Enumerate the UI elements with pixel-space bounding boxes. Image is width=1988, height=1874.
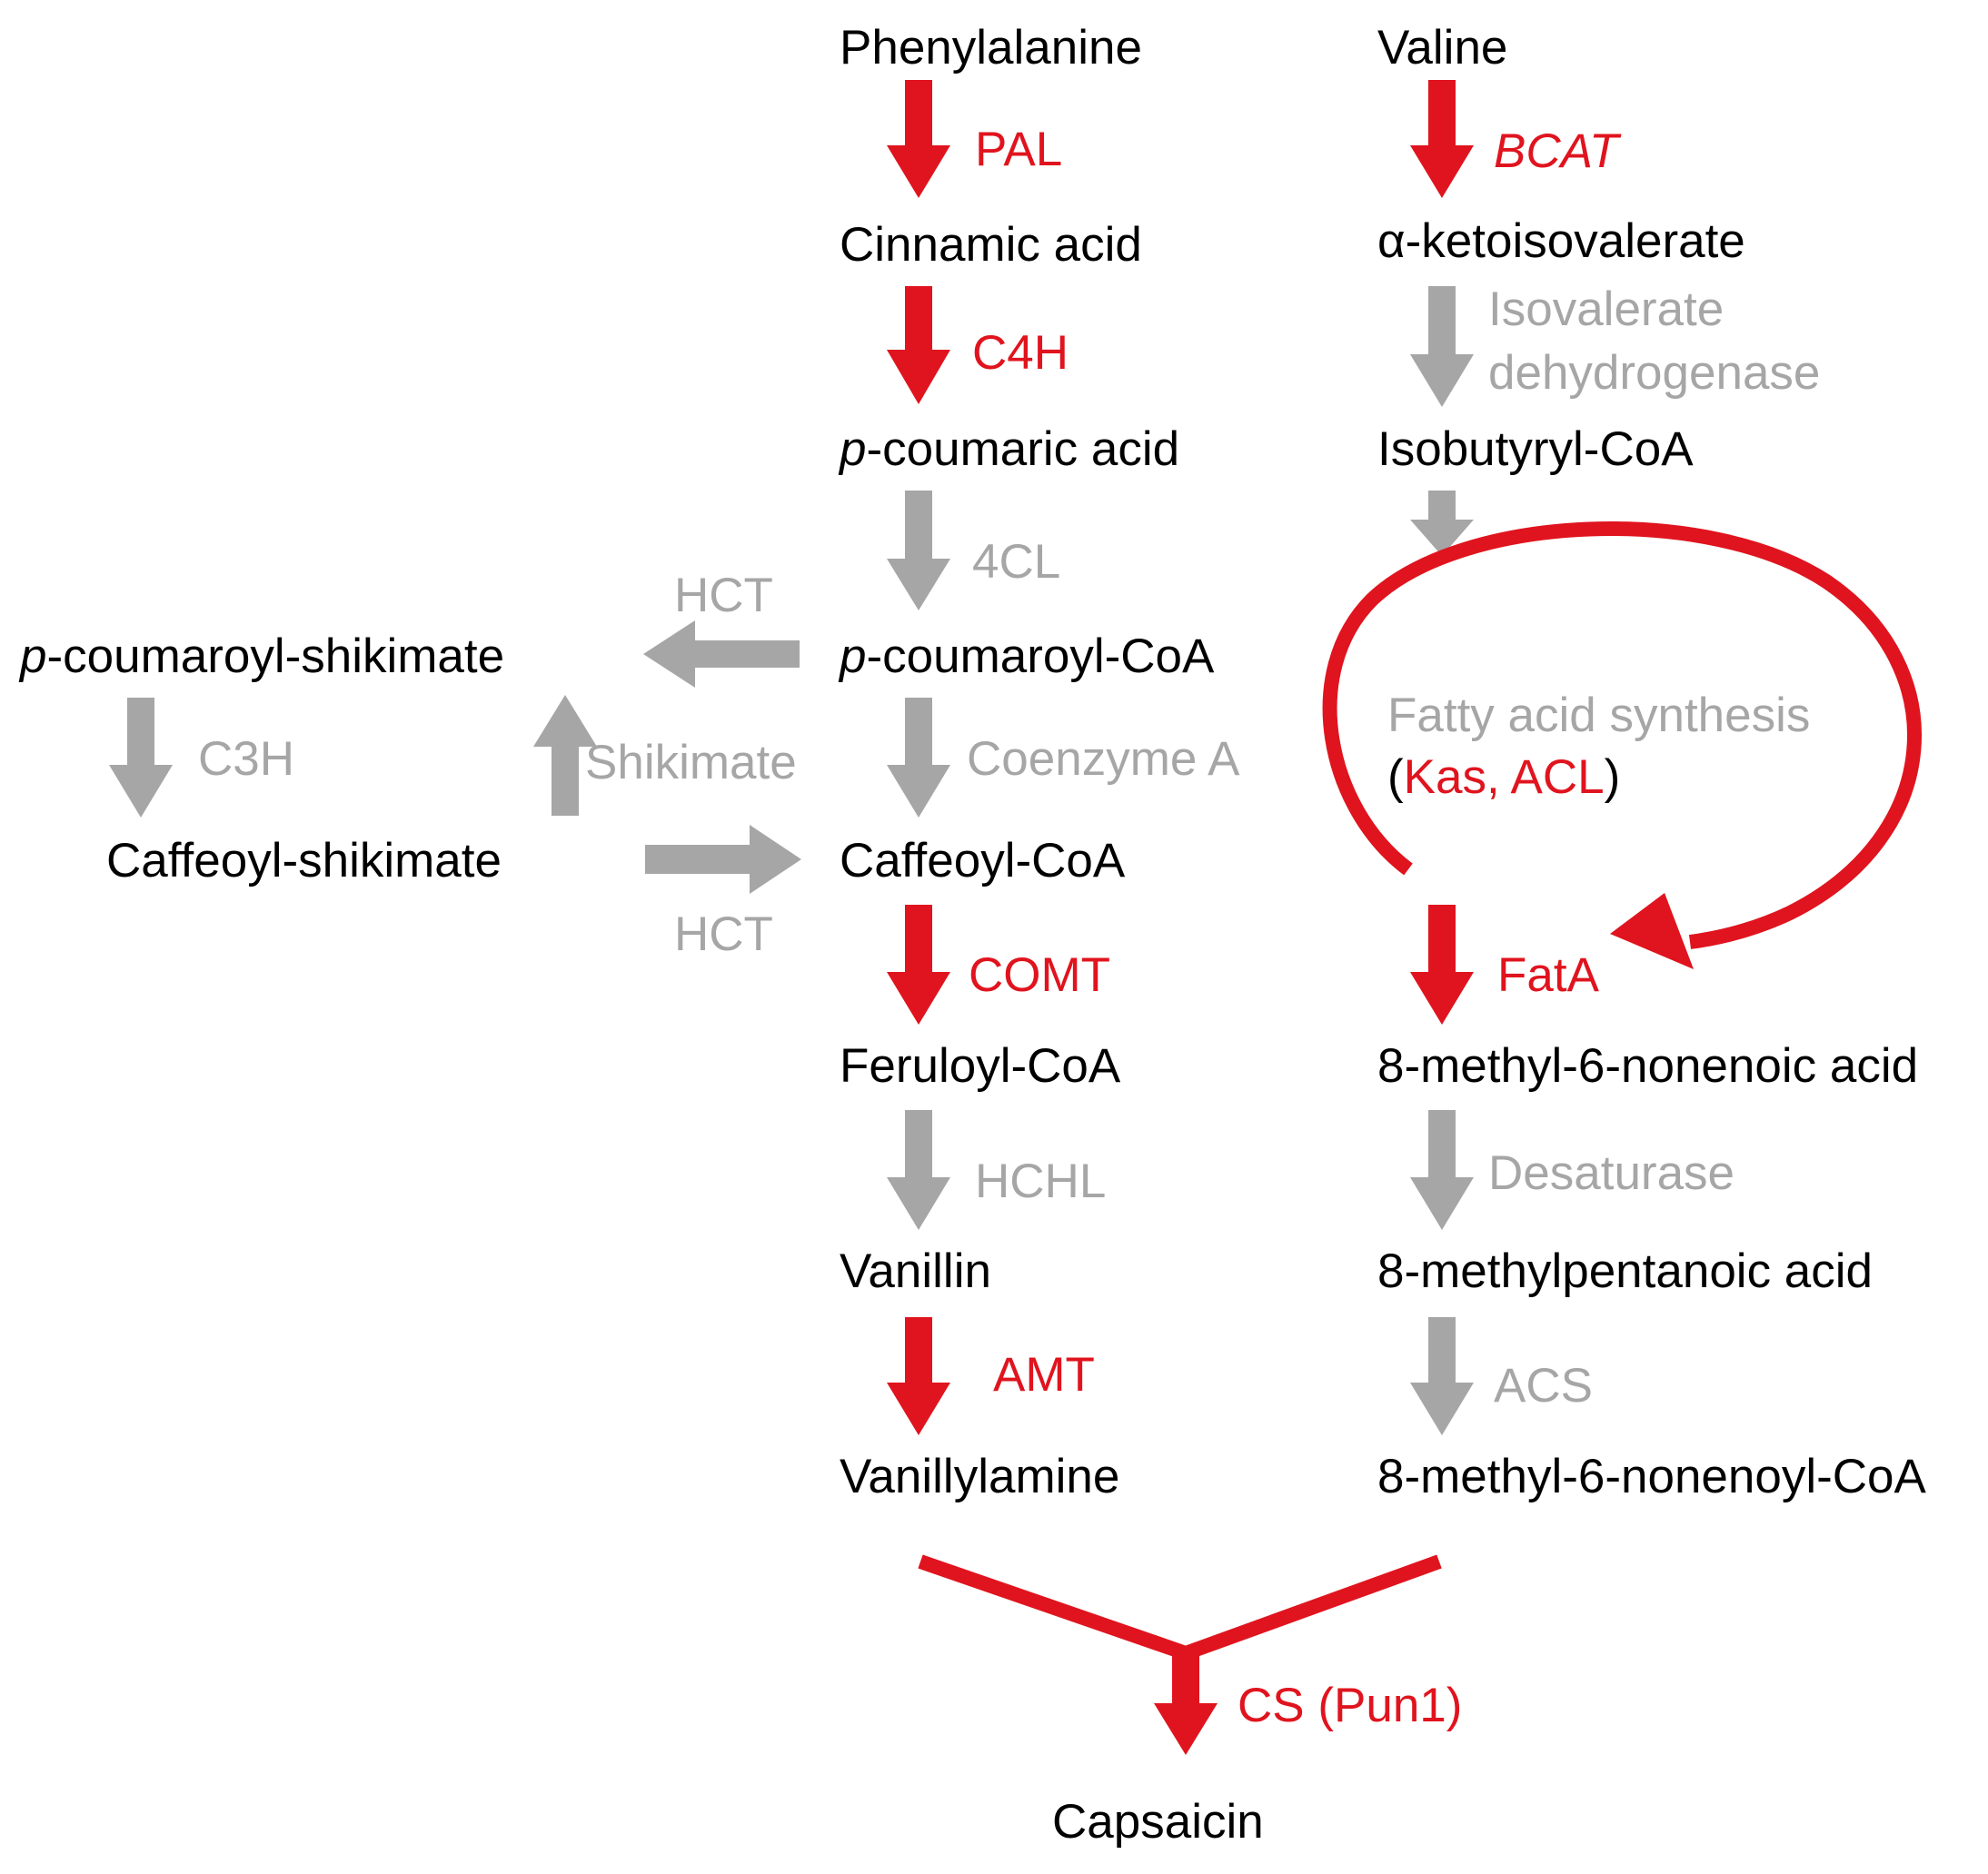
compound-alpha-ketoisovalerate: α-ketoisovalerate [1377, 214, 1745, 268]
compound-cinnamic-acid: Cinnamic acid [840, 218, 1142, 272]
arrow-hchl [887, 1110, 950, 1230]
enzyme-hct-top: HCT [674, 569, 773, 622]
enzyme-c4h: C4H [972, 326, 1069, 380]
compound-feruloyl-coa: Feruloyl-CoA [840, 1039, 1121, 1093]
arrow-hct-left [643, 620, 800, 688]
arrow-bcat [1410, 80, 1474, 198]
enzyme-isovalerate-dehydrogenase-line2: dehydrogenase [1488, 346, 1820, 400]
arrow-pal [887, 80, 950, 198]
compound-8-methyl-6-nonenoic-acid: 8-methyl-6-nonenoic acid [1377, 1039, 1918, 1093]
enzyme-hchl: HCHL [975, 1155, 1106, 1208]
enzyme-c3h: C3H [198, 732, 294, 786]
convergence-lines [918, 1554, 1442, 1661]
compound-isobutyryl-coa: Isobutyryl-CoA [1377, 422, 1694, 476]
arrow-coenzyme-a [887, 698, 950, 818]
compound-capsaicin: Capsaicin [1052, 1795, 1264, 1849]
enzyme-amt: AMT [993, 1348, 1095, 1402]
compound-phenylalanine: Phenylalanine [840, 21, 1142, 74]
arrow-acs [1410, 1317, 1474, 1435]
compound-caffeoyl-coa: Caffeoyl-CoA [840, 834, 1126, 887]
arrow-hct-right [645, 825, 801, 894]
arrow-4cl [887, 491, 950, 610]
enzyme-shikimate: Shikimate [585, 736, 797, 789]
enzyme-pal: PAL [975, 123, 1062, 176]
enzyme-4cl: 4CL [972, 535, 1060, 589]
enzyme-coenzyme-a: Coenzyme A [967, 732, 1240, 786]
arrow-isovalerate-dehydrogenase [1410, 286, 1474, 407]
arrow-c3h [109, 698, 173, 818]
label-fatty-acid-synthesis: Fatty acid synthesis [1387, 689, 1810, 742]
compound-8-methyl-6-nonenoyl-coa: 8-methyl-6-nonenoyl-CoA [1377, 1450, 1927, 1503]
arrow-c4h [887, 286, 950, 404]
arrow-fata [1410, 905, 1474, 1025]
compound-valine: Valine [1377, 21, 1507, 74]
compound-p-coumaroyl-coa: p-coumaroyl-CoA [838, 630, 1215, 683]
compound-vanillin: Vanillin [840, 1244, 991, 1298]
enzyme-fata: FatA [1497, 948, 1600, 1002]
arrow-cs [1154, 1651, 1218, 1755]
compound-8-methylpentanoic-acid: 8-methylpentanoic acid [1377, 1244, 1873, 1298]
fatty-acid-cycle-arrowhead [1610, 893, 1694, 969]
arrow-desaturase [1410, 1110, 1474, 1230]
arrow-amt [887, 1317, 950, 1435]
enzyme-bcat: BCAT [1494, 124, 1622, 178]
enzyme-kas-acl: (Kas, ACL) [1387, 750, 1620, 804]
compound-p-coumaroyl-shikimate: p-coumaroyl-shikimate [18, 630, 504, 683]
fatty-acid-synthesis-cycle [1322, 521, 1922, 949]
enzyme-cs-pun1: CS (Pun1) [1238, 1679, 1462, 1732]
arrow-comt [887, 905, 950, 1025]
arrow-isobutyryl-to-fas [1410, 491, 1474, 556]
enzyme-hct-bottom: HCT [674, 907, 773, 961]
compound-caffeoyl-shikimate: Caffeoyl-shikimate [106, 834, 502, 887]
arrow-shikimate-up [533, 695, 597, 816]
enzyme-acs: ACS [1494, 1359, 1593, 1413]
compound-p-coumaric-acid: p-coumaric acid [838, 422, 1179, 476]
compound-vanillylamine: Vanillylamine [840, 1450, 1119, 1503]
enzyme-comt: COMT [969, 948, 1110, 1002]
enzyme-desaturase: Desaturase [1488, 1146, 1735, 1200]
enzyme-isovalerate-dehydrogenase-line1: Isovalerate [1488, 283, 1724, 336]
